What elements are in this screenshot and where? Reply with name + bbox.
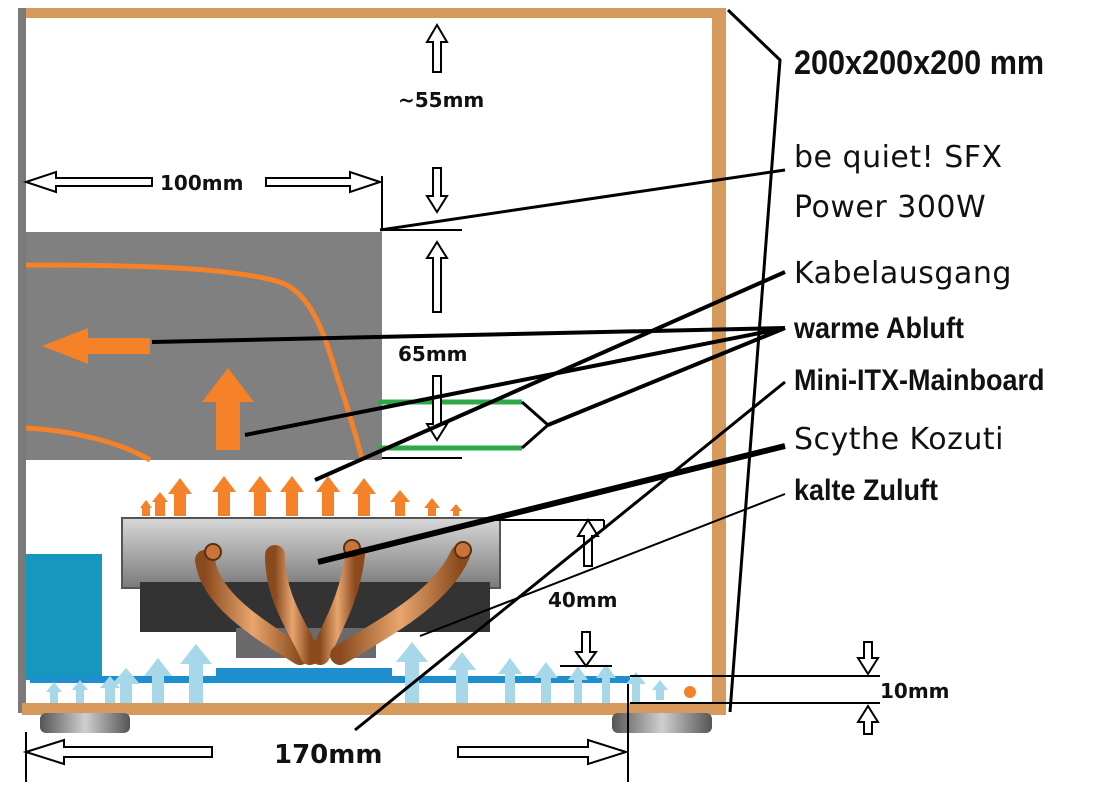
case-enclosure [18,8,726,715]
warm-exhaust-label: warme Abluft [794,312,965,345]
cooler-label: Scythe Kozuti [794,422,1004,457]
dim-top-gap: ~55mm [398,88,485,112]
dim-standoff: 10mm [880,679,950,703]
cold-intake-label: kalte Zuluft [794,474,939,507]
mainboard [30,668,630,683]
cpu-cooler [121,517,501,665]
dim-psu-height: 65mm [398,342,468,366]
cold-airflow-arrows [46,642,668,703]
psu-label-line2: Power 300W [794,190,987,225]
leader-lines [151,8,786,732]
mainboard-label: Mini-ITX-Mainboard [794,364,1045,397]
side-component [26,554,102,680]
cable-exit-label: Kabelausgang [794,256,1012,291]
dim-psu-width: 100mm [160,171,244,195]
dim-board-width: 170mm [274,740,383,770]
dimension-arrows [22,23,880,766]
warm-airflow-arrows [140,476,462,516]
case-size-label: 200x200x200 mm [794,44,1045,82]
case-feet [40,713,712,733]
small-warm-dot [684,686,696,698]
cable-bracket [521,400,551,450]
psu-label-line1: be quiet! SFX [794,140,1003,175]
psu-block [25,232,382,463]
dim-cooler-height: 40mm [548,588,618,612]
